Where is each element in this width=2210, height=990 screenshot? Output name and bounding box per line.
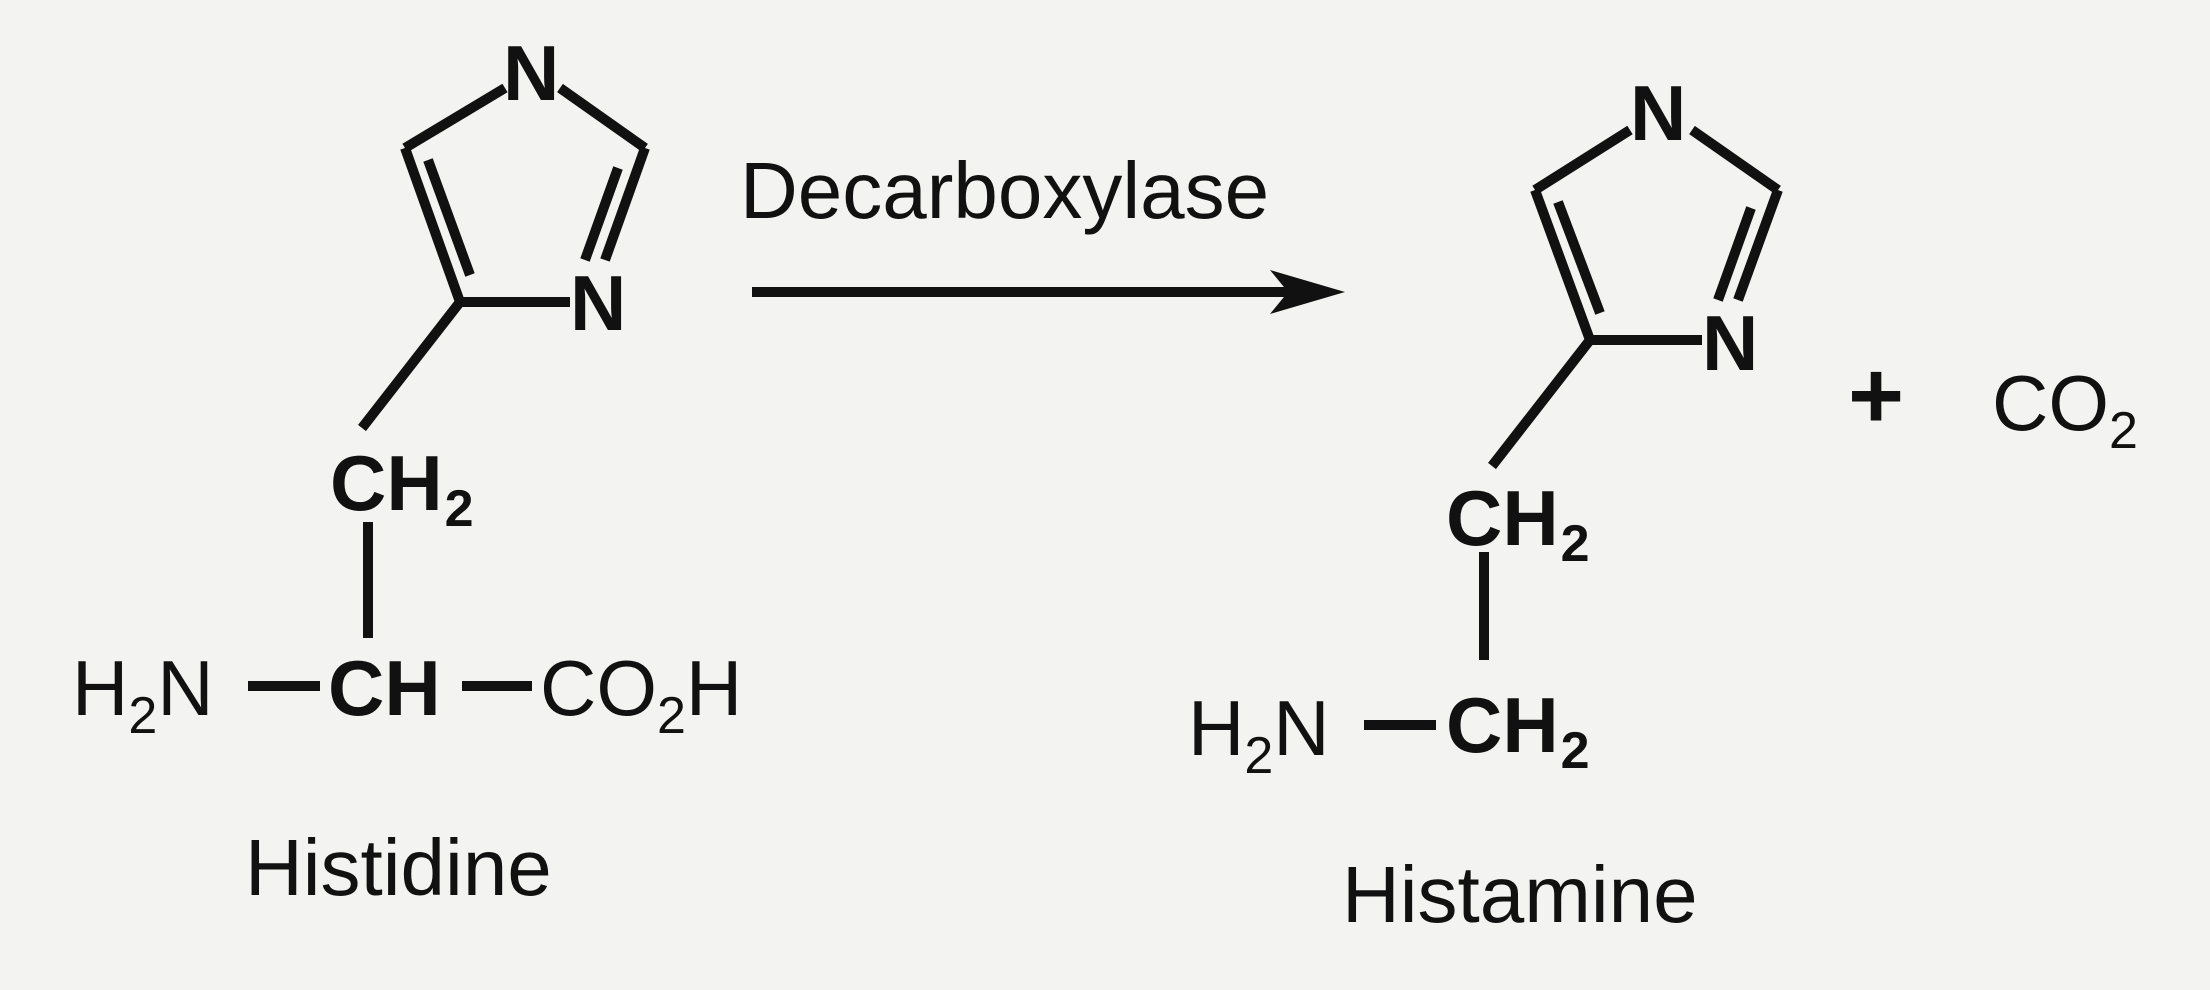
histamine-amine-h: H [1188, 684, 1244, 772]
histidine-ch2-label: CH2 [330, 439, 474, 538]
histamine-ch2-upper-main: CH [1446, 474, 1559, 562]
histamine-ch2-lower-main: CH [1446, 681, 1559, 769]
histidine-ch2-sub: 2 [445, 480, 474, 538]
histidine-amine-h: H [72, 644, 128, 732]
histidine-ring-bond-c2-n3-double [580, 166, 623, 262]
histidine-name: Histidine [245, 823, 552, 912]
histamine-ring-bond-c2-n3 [1733, 188, 1783, 302]
enzyme-label: Decarboxylase [740, 146, 1269, 235]
histidine-acid-sub: 2 [657, 687, 686, 745]
plus-sign: + [1848, 342, 1904, 449]
histidine-acid-label: CO2H [540, 644, 742, 745]
histidine-amine-sub: 2 [128, 687, 157, 745]
co2-sub: 2 [2109, 402, 2138, 460]
histidine-ring-bond-n1-c2 [557, 83, 648, 153]
histidine-alpha-ch: CH [328, 644, 441, 732]
arrow-head [1270, 270, 1345, 314]
histamine-ring-n-right: N [1702, 299, 1758, 387]
byproduct-group: + CO2 [1848, 342, 2138, 460]
histamine-ring-bond-c5-n1 [1532, 125, 1633, 195]
histamine-ring-bond-c4-c5 [1530, 188, 1595, 342]
histidine-ring-bond-c2-n3 [600, 146, 650, 262]
histamine-amine-label: H2N [1188, 684, 1330, 785]
histamine-ring-bond-c2-n3-double [1713, 206, 1756, 302]
histidine-bonds [248, 83, 650, 691]
histidine-amine-n: N [157, 644, 213, 732]
histidine-acid-co: CO [540, 644, 657, 732]
histidine-structure: N N CH2 H2N CH CO2H Histidine [72, 29, 742, 912]
reaction-arrow: Decarboxylase [740, 146, 1345, 314]
histamine-structure: N N CH2 H2N CH2 Histamine [1188, 69, 1783, 939]
histidine-acid-h: H [686, 644, 742, 732]
histamine-amine-sub: 2 [1244, 727, 1273, 785]
histamine-ring-bond-n1-c2 [1689, 125, 1781, 195]
histamine-name: Histamine [1342, 850, 1698, 939]
histidine-ring-bond-c5-n1 [402, 83, 508, 153]
histamine-ring-n-top: N [1630, 69, 1686, 157]
histidine-ch2-main: CH [330, 439, 443, 527]
histidine-ring-bond-c4-c5-double [423, 158, 475, 277]
histidine-ring-n-right: N [570, 259, 626, 347]
histidine-bond-ring-ch2 [358, 298, 464, 432]
histamine-bonds [1364, 125, 1783, 730]
histamine-ch2-upper-label: CH2 [1446, 474, 1590, 573]
histamine-amine-n: N [1273, 684, 1329, 772]
histamine-ch2-upper-sub: 2 [1561, 515, 1590, 573]
histamine-bond-ring-ch2 [1488, 336, 1594, 470]
co2-label: CO2 [1992, 359, 2138, 460]
co2-main: CO [1992, 359, 2109, 447]
histidine-amine-label: H2N [72, 644, 214, 745]
histamine-ch2-lower-sub: 2 [1561, 722, 1590, 780]
histamine-ring-bond-c4-c5-double [1553, 200, 1605, 315]
histamine-ch2-lower-label: CH2 [1446, 681, 1590, 780]
histidine-ring-n-top: N [503, 29, 559, 117]
histidine-ring-bond-c4-c5 [400, 146, 465, 304]
